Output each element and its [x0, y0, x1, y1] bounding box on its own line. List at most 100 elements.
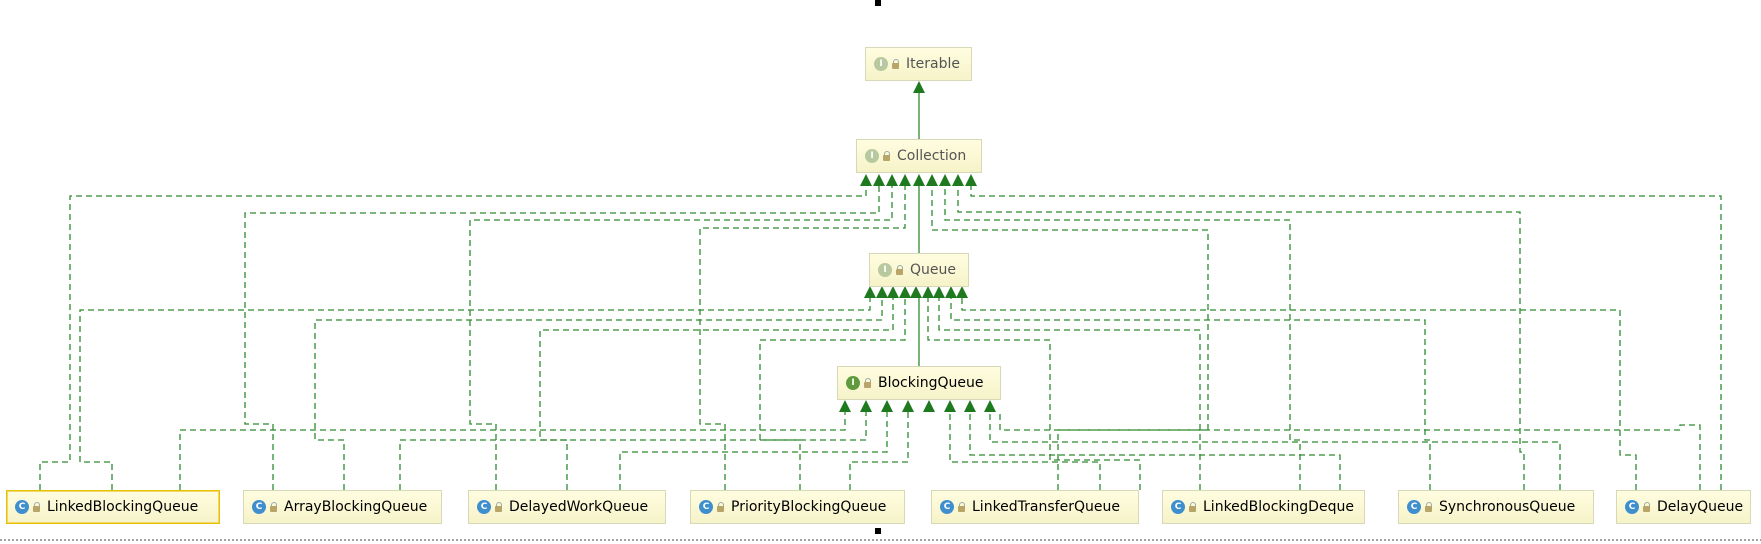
- node-linkedtransferqueue[interactable]: C LinkedTransferQueue: [931, 490, 1139, 524]
- lock-icon: [892, 59, 900, 69]
- node-label: ArrayBlockingQueue: [284, 499, 428, 515]
- arrowhead: [984, 400, 996, 412]
- arrowhead: [910, 286, 922, 298]
- selection-handle[interactable]: [875, 528, 881, 534]
- node-linkedblockingqueue[interactable]: C LinkedBlockingQueue: [6, 490, 220, 524]
- arrowhead: [899, 286, 911, 298]
- lock-icon: [958, 502, 966, 512]
- lock-icon: [33, 502, 41, 512]
- node-label: DelayedWorkQueue: [509, 499, 649, 515]
- node-label: LinkedTransferQueue: [972, 499, 1120, 515]
- edge: [927, 298, 1141, 490]
- interface-icon: I: [865, 149, 879, 163]
- node-label: BlockingQueue: [878, 375, 984, 391]
- arrowhead: [923, 400, 935, 412]
- node-iterable[interactable]: I Iterable: [865, 47, 972, 81]
- edge: [950, 298, 1431, 490]
- interface-icon: I: [846, 376, 860, 390]
- arrowhead: [886, 174, 898, 186]
- arrowhead: [839, 400, 851, 412]
- edge: [999, 412, 1701, 490]
- edge: [970, 186, 1722, 490]
- arrowhead: [899, 174, 911, 186]
- arrowhead: [864, 286, 876, 298]
- edge: [969, 412, 1341, 490]
- edge: [619, 412, 888, 490]
- lock-icon: [495, 502, 503, 512]
- class-icon: C: [699, 500, 713, 514]
- lock-icon: [864, 378, 872, 388]
- edge: [399, 412, 867, 490]
- arrowhead: [939, 174, 951, 186]
- class-icon: C: [1171, 500, 1185, 514]
- interface-icon: I: [878, 263, 892, 277]
- node-label: LinkedBlockingDeque: [1203, 499, 1354, 515]
- edge: [961, 298, 1637, 490]
- node-blockingqueue[interactable]: I BlockingQueue: [837, 366, 1001, 400]
- edge: [314, 298, 883, 490]
- arrowhead: [926, 174, 938, 186]
- arrowhead: [887, 286, 899, 298]
- arrowhead: [945, 286, 957, 298]
- arrowhead: [933, 286, 945, 298]
- edge: [39, 186, 867, 490]
- arrowhead: [956, 286, 968, 298]
- edge: [469, 186, 893, 490]
- edge: [989, 412, 1561, 490]
- node-linkedblockingdeque[interactable]: C LinkedBlockingDeque: [1162, 490, 1365, 524]
- class-icon: C: [1407, 500, 1421, 514]
- lock-icon: [717, 502, 725, 512]
- edge: [931, 186, 1209, 490]
- arrowhead: [952, 174, 964, 186]
- edge: [699, 186, 906, 490]
- edge: [957, 186, 1525, 490]
- arrowhead: [860, 174, 872, 186]
- lock-icon: [1189, 502, 1197, 512]
- edge: [949, 412, 1101, 490]
- arrowhead: [944, 400, 956, 412]
- arrowhead: [965, 174, 977, 186]
- selection-handle[interactable]: [875, 0, 881, 6]
- node-arrayblockingqueue[interactable]: C ArrayBlockingQueue: [243, 490, 442, 524]
- class-icon: C: [940, 500, 954, 514]
- node-priorityblockingqueue[interactable]: C PriorityBlockingQueue: [690, 490, 905, 524]
- edge: [759, 298, 906, 490]
- arrowhead: [922, 286, 934, 298]
- arrowhead: [913, 174, 925, 186]
- node-delayqueue[interactable]: C DelayQueue: [1616, 490, 1751, 524]
- edge: [944, 186, 1301, 490]
- inheritance-arrowheads: [839, 81, 996, 412]
- node-collection[interactable]: I Collection: [856, 139, 982, 173]
- edge: [179, 412, 846, 490]
- arrowhead: [873, 174, 885, 186]
- lock-icon: [883, 151, 891, 161]
- arrowhead: [964, 400, 976, 412]
- edge: [244, 186, 880, 490]
- edge: [938, 298, 1201, 490]
- node-label: PriorityBlockingQueue: [731, 499, 887, 515]
- node-label: DelayQueue: [1657, 499, 1744, 515]
- node-label: SynchronousQueue: [1439, 499, 1576, 515]
- edge: [539, 298, 894, 490]
- class-icon: C: [477, 500, 491, 514]
- edge: [79, 298, 871, 490]
- lock-icon: [1643, 502, 1651, 512]
- node-label: Iterable: [906, 56, 960, 72]
- lock-icon: [896, 265, 904, 275]
- node-delayedworkqueue[interactable]: C DelayedWorkQueue: [468, 490, 666, 524]
- class-icon: C: [15, 500, 29, 514]
- node-label: Queue: [910, 262, 956, 278]
- lock-icon: [270, 502, 278, 512]
- node-label: LinkedBlockingQueue: [47, 499, 199, 515]
- edge: [849, 412, 909, 490]
- node-synchronousqueue[interactable]: C SynchronousQueue: [1398, 490, 1594, 524]
- class-icon: C: [1625, 500, 1639, 514]
- arrowhead: [860, 400, 872, 412]
- arrowhead: [913, 81, 925, 93]
- node-queue[interactable]: I Queue: [869, 253, 969, 287]
- interface-icon: I: [874, 57, 888, 71]
- node-label: Collection: [897, 148, 967, 164]
- arrowhead: [876, 286, 888, 298]
- inheritance-edges: [39, 93, 1722, 490]
